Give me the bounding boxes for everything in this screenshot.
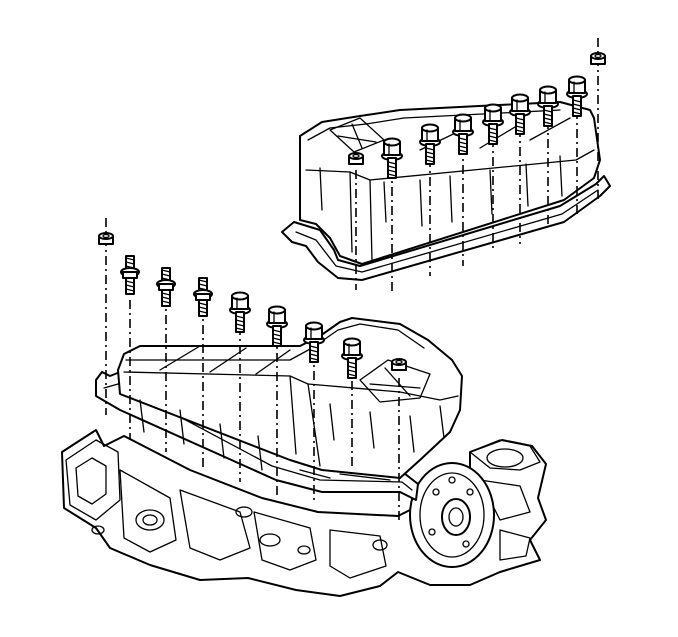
bolt: [482, 103, 504, 145]
engine-block: [61, 429, 547, 597]
lower-valve-cover: [95, 317, 463, 501]
nut-upper-right: [590, 52, 606, 65]
gasket: [281, 175, 611, 281]
nut-upper-left: [348, 152, 364, 165]
bolt: [266, 305, 288, 347]
crankshaft-pulley: [409, 462, 495, 568]
bolt: [419, 123, 441, 165]
bolt: [229, 291, 251, 333]
stud: [156, 267, 176, 307]
stud: [193, 277, 213, 317]
bolt: [537, 85, 559, 127]
upper-valve-cover: [281, 101, 611, 281]
bolt: [509, 93, 531, 135]
stud: [120, 255, 140, 295]
bolt: [452, 113, 474, 155]
fasteners: [98, 52, 606, 379]
bolt: [341, 337, 363, 379]
nut-left: [98, 232, 114, 245]
alignment-lines: [105, 38, 599, 524]
bolt: [566, 75, 588, 117]
bolt: [381, 137, 403, 179]
nut-right: [391, 358, 407, 371]
bolt: [303, 321, 325, 363]
